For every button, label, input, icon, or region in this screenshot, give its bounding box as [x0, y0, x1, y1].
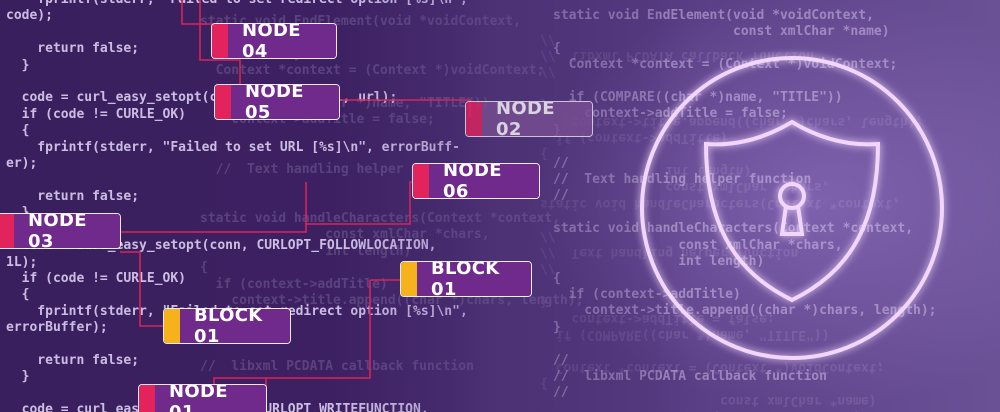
- tag-node-03: NODE 03: [0, 213, 121, 249]
- tag-block-01-left: BLOCK 01: [163, 308, 291, 344]
- tag-label: NODE 05: [231, 85, 339, 119]
- tag-accent: [0, 214, 14, 248]
- tag-node-02: NODE 02: [465, 101, 593, 137]
- tag-node-04: NODE 04: [211, 23, 337, 59]
- tag-label: NODE 03: [14, 214, 120, 248]
- shield-keyhole-icon: [640, 56, 944, 360]
- tag-accent: [139, 385, 155, 412]
- tag-label: BLOCK 01: [417, 262, 531, 296]
- tag-label: BLOCK 01: [180, 309, 290, 343]
- tag-block-01-right: BLOCK 01: [400, 261, 532, 297]
- tag-accent: [413, 164, 429, 198]
- code-background-ghost: static void EndElement(void *voidContext…: [200, 14, 584, 374]
- tag-node-05: NODE 05: [214, 84, 340, 120]
- tag-label: NODE 02: [482, 102, 592, 136]
- center-haze: [330, 0, 660, 412]
- tag-accent: [164, 309, 180, 343]
- tag-accent: [401, 262, 417, 296]
- tag-node-01: NODE 01: [138, 384, 267, 412]
- tag-accent: [215, 85, 231, 119]
- tag-accent: [212, 24, 228, 58]
- tag-label: NODE 04: [228, 24, 336, 58]
- tag-label: NODE 06: [429, 164, 539, 198]
- tag-accent: [466, 102, 482, 136]
- tag-node-06: NODE 06: [412, 163, 540, 199]
- tag-label: NODE 01: [155, 385, 266, 412]
